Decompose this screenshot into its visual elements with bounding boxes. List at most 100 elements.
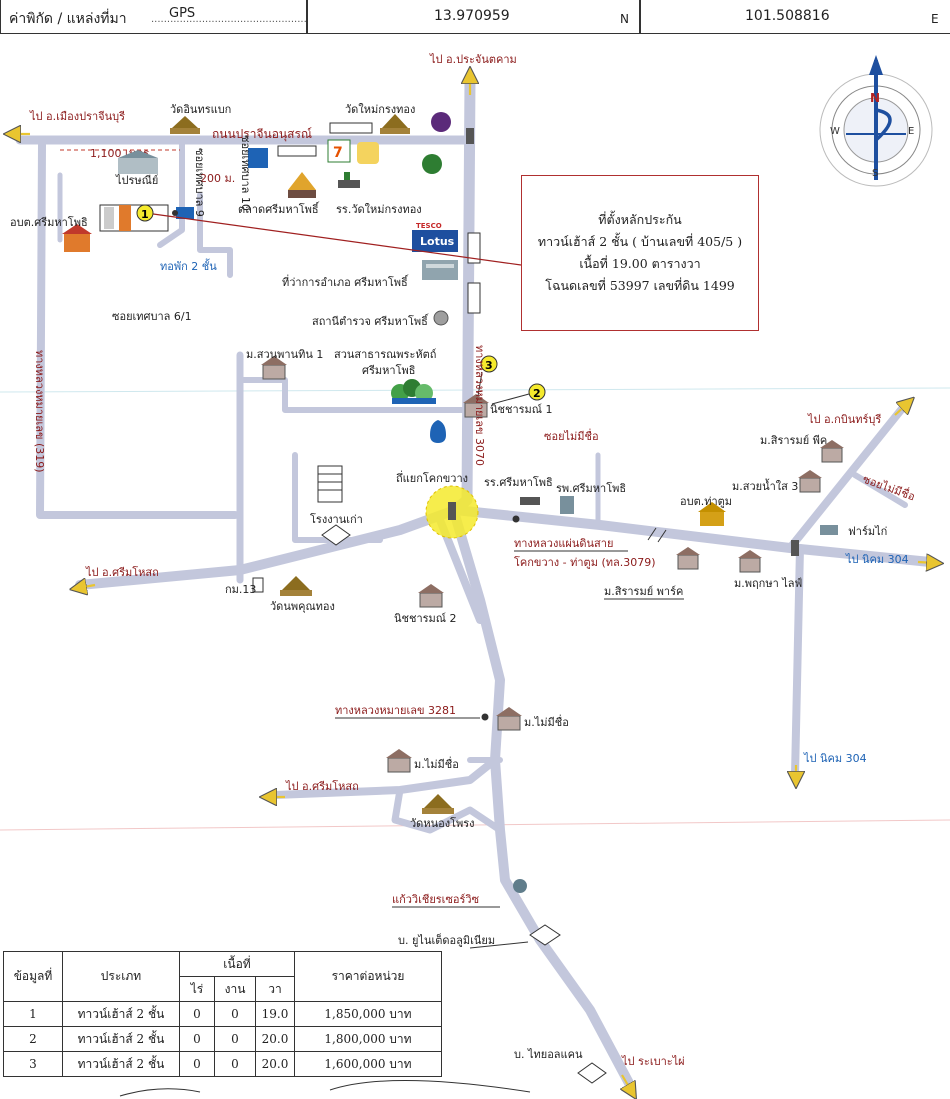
house-icon	[676, 547, 700, 570]
svg-text:โรงงานเก่า: โรงงานเก่า	[310, 512, 363, 526]
pointer-line	[145, 212, 522, 266]
svg-text:ฟาร์มไก่: ฟาร์มไก่	[848, 525, 887, 538]
traffic-light-icon	[791, 540, 799, 556]
svg-text:1: 1	[141, 208, 149, 221]
old-factory-icon	[321, 524, 351, 546]
info-area: เนื้อที่ 19.00 ตารางวา	[579, 256, 701, 271]
svg-text:ศรีมหาโพธิ: ศรีมหาโพธิ	[362, 363, 415, 377]
svg-text:ไป นิคม 304: ไป นิคม 304	[845, 553, 909, 566]
svg-text:ไป นิคม 304: ไป นิคม 304	[803, 752, 867, 765]
svg-text:ซอยเทศบาล 9: ซอยเทศบาล 9	[193, 148, 206, 217]
col-rai: ไร่	[179, 976, 215, 1002]
table-row: 1 ทาวน์เฮ้าส์ 2 ชั้น 0 0 19.0 1,850,000 …	[3, 1001, 442, 1027]
factory-icon	[577, 1062, 607, 1084]
km-marker-icon	[252, 577, 264, 593]
house-icon	[418, 584, 444, 608]
district-office-icon	[422, 260, 458, 280]
building-block	[277, 145, 317, 157]
latitude-cell: 13.970959 N	[307, 0, 640, 34]
svg-text:ถึ่แยกโคกขวาง: ถึ่แยกโคกขวาง	[396, 470, 468, 485]
school-icon	[520, 497, 540, 505]
latitude-suffix: N	[620, 12, 629, 26]
marker-2: 2	[528, 383, 546, 401]
shop-icon	[357, 142, 379, 164]
svg-text:ม.สวยน้ำใส 3: ม.สวยน้ำใส 3	[732, 478, 798, 493]
svg-text:แก้ววิเชียรเซอร์วิซ: แก้ววิเชียรเซอร์วิซ	[392, 893, 480, 906]
market-icon	[288, 172, 316, 198]
house-icon	[738, 550, 762, 573]
svg-text:ไป อ.กบินทร์บุรี: ไป อ.กบินทร์บุรี	[807, 413, 881, 426]
longitude-suffix: E	[931, 12, 939, 26]
svg-text:S: S	[872, 168, 878, 179]
direction-arrows	[12, 75, 935, 1092]
townhouse-icon	[176, 207, 194, 219]
temple-icon	[280, 576, 312, 596]
svg-text:ทางหลวงหมายเลข 3070: ทางหลวงหมายเลข 3070	[473, 345, 486, 466]
svg-text:ม.พฤกษา ไลฟ์: ม.พฤกษา ไลฟ์	[734, 577, 802, 590]
house-icon	[463, 394, 489, 418]
hospital-icon	[560, 496, 574, 514]
traffic-light-icon	[448, 502, 456, 520]
svg-text:ไป อ.ศรีมโหสถ: ไป อ.ศรีมโหสถ	[85, 565, 159, 579]
table-row: 2 ทาวน์เฮ้าส์ 2 ชั้น 0 0 20.0 1,800,000 …	[3, 1026, 442, 1052]
svg-text:ไป อ.ศรีมโหสถ: ไป อ.ศรีมโหสถ	[285, 779, 359, 793]
svg-text:ม.ไม่มีชื่อ: ม.ไม่มีชื่อ	[414, 756, 459, 771]
svg-text:ม.สิรารมย์ พาร์ค: ม.สิรารมย์ พาร์ค	[604, 585, 683, 598]
obt-icon	[62, 224, 92, 252]
obt-thakhum-icon	[698, 502, 726, 526]
svg-text:Lotus: Lotus	[420, 235, 455, 248]
svg-text:บ. ยูไนเต็ดอลูมิเนียม: บ. ยูไนเต็ดอลูมิเนียม	[398, 933, 495, 947]
building-block	[329, 122, 373, 134]
park-icon	[391, 379, 436, 404]
col-no: ข้อมูลที่	[3, 951, 63, 1002]
col-type: ประเภท	[62, 951, 180, 1002]
svg-text:รร.วัดใหม่กรงทอง: รร.วัดใหม่กรงทอง	[336, 203, 422, 216]
school-icon	[338, 172, 360, 188]
coord-label: ค่าพิกัด / แหล่งที่มา	[9, 11, 127, 27]
svg-text:ซอยเทศบาล 10: ซอยเทศบาล 10	[239, 135, 252, 211]
svg-text:TESCO: TESCO	[416, 222, 442, 230]
temple-icon	[170, 116, 200, 134]
townhouse-row	[99, 204, 169, 232]
building-block	[467, 232, 481, 264]
road-break	[647, 527, 667, 543]
map-buildings: 7 TESCO Lotus	[62, 112, 844, 1084]
police-icon	[433, 310, 449, 326]
svg-text:วัดนพคุณทอง: วัดนพคุณทอง	[270, 600, 335, 613]
ptt-icon	[422, 154, 442, 174]
label-to-prachantakham: ไป อ.ประจันตคาม	[429, 53, 517, 66]
comparison-table: ข้อมูลที่ ประเภท เนื้อที่ ราคาต่อหน่วย ไ…	[3, 951, 442, 1077]
farm-icon	[820, 525, 838, 535]
post-office-icon	[118, 150, 158, 174]
marker-3: 3	[480, 355, 498, 373]
svg-text:E: E	[908, 126, 914, 137]
svg-text:ซอยเทศบาล 6/1: ซอยเทศบาล 6/1	[112, 310, 192, 323]
factory-lots	[317, 465, 343, 503]
svg-text:อบต.ศรีมหาโพธิ: อบต.ศรีมหาโพธิ	[10, 215, 88, 229]
svg-text:W: W	[830, 126, 840, 137]
ptt-station-icon	[430, 420, 446, 443]
svg-text:วัดหนองโพรง: วัดหนองโพรง	[410, 816, 475, 830]
factory-icon	[529, 924, 561, 946]
svg-text:ทอพัก 2 ชั้น: ทอพัก 2 ชั้น	[160, 258, 217, 273]
traffic-light-icon	[466, 128, 474, 144]
svg-text:ม.สิรารมย์ พีค: ม.สิรารมย์ พีค	[760, 434, 827, 447]
col-area: เนื้อที่	[179, 951, 295, 977]
svg-text:ทางหลวงหมายเลข (319): ทางหลวงหมายเลข (319)	[33, 350, 46, 473]
temple-icon	[422, 794, 454, 814]
bank-icon	[248, 148, 268, 168]
latitude-value: 13.970959	[434, 8, 510, 24]
service-icon	[513, 879, 527, 893]
house-icon	[386, 749, 412, 773]
info-title: ที่ตั้งหลักประกัน	[598, 212, 682, 227]
coordinate-header: ค่าพิกัด / แหล่งที่มา GPS ..............…	[0, 0, 950, 36]
info-property: ทาวน์เฮ้าส์ 2 ชั้น ( บ้านเลขที่ 405/5 )	[537, 234, 743, 249]
longitude-value: 101.508816	[745, 8, 830, 24]
svg-text:ตลาดศรีมหาโพธิ์: ตลาดศรีมหาโพธิ์	[238, 201, 320, 216]
bank-icon	[431, 112, 451, 132]
house-icon	[496, 707, 522, 731]
svg-text:2: 2	[533, 387, 541, 400]
svg-text:7: 7	[333, 145, 343, 161]
table-row: 3 ทาวน์เฮ้าส์ 2 ชั้น 0 0 20.0 1,600,000 …	[3, 1051, 442, 1077]
temple-icon	[380, 114, 410, 134]
